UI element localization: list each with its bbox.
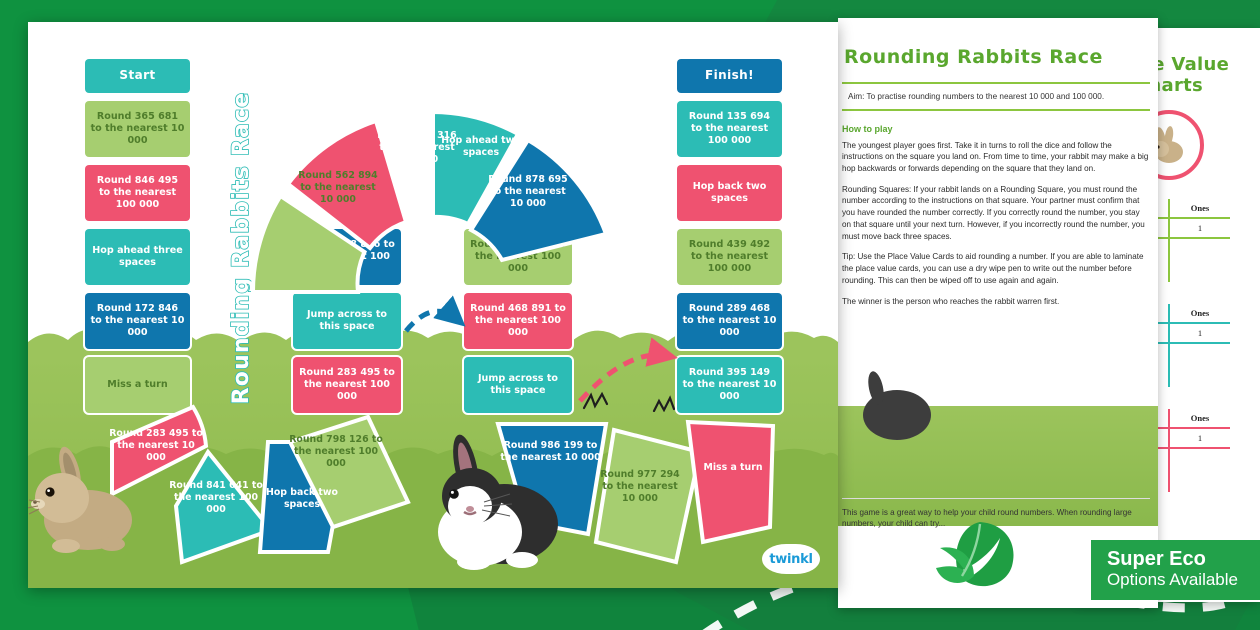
tile-round-135694[interactable]: Round 135 694 to the nearest 100 000 [677, 101, 782, 157]
tile-round-395149[interactable]: Round 395 149 to the nearest 10 000 [677, 357, 782, 413]
twinkl-cloud-shape [762, 544, 820, 574]
table-blank-cell[interactable] [1168, 446, 1230, 492]
eco-badge-line2: Options Available [1106, 570, 1238, 590]
instructions-body: How to play The youngest player goes fir… [842, 123, 1150, 307]
super-eco-badge: Super Eco Options Available [1090, 540, 1260, 600]
instructions-paragraph: Rounding Squares: If your rabbit lands o… [842, 184, 1145, 241]
tile-hop-back-two-right[interactable]: Hop back two spaces [677, 165, 782, 221]
table-value-ones: 1 [1168, 216, 1230, 239]
tile-jump-across-left[interactable]: Jump across to this space [293, 293, 401, 349]
wedge-miss-a-turn [685, 419, 776, 545]
instructions-paragraph: Tip: Use the Place Value Cards to aid ro… [842, 252, 1144, 285]
wedge-round-562894 [250, 193, 368, 294]
tile-round-439492[interactable]: Round 439 492 to the nearest 100 000 [677, 229, 782, 285]
wedge-round-878695 [468, 137, 609, 263]
game-board[interactable]: Rounding Rabbits Race Start Round 365 68… [28, 22, 838, 588]
wedge-round-841641 [173, 448, 275, 565]
instructions-paragraph: The winner is the person who reaches the… [842, 296, 1060, 306]
tile-round-289468[interactable]: Round 289 468 to the nearest 10 000 [677, 293, 782, 349]
tile-round-365681[interactable]: Round 365 681 to the nearest 10 000 [85, 101, 190, 157]
tile-round-846495[interactable]: Round 846 495 to the nearest 100 000 [85, 165, 190, 221]
twinkl-logo: twinkl [762, 544, 820, 574]
table-blank-cell[interactable] [1168, 236, 1230, 282]
eco-leaf-icon [936, 522, 1014, 587]
rabbit-silhouette-icon [863, 371, 931, 440]
tile-finish[interactable]: Finish! [677, 59, 782, 93]
instructions-footer: This game is a great way to help your ch… [842, 497, 1150, 530]
tile-round-172846[interactable]: Round 172 846 to the nearest 10 000 [85, 293, 190, 349]
eco-badge-line1: Super Eco [1106, 548, 1206, 571]
table-header-ones: Ones [1168, 409, 1230, 429]
rabbit-brown-illustration [28, 446, 132, 553]
tile-jump-across-right[interactable]: Jump across to this space [464, 357, 572, 413]
tile-round-468891[interactable]: Round 468 891 to the nearest 100 000 [464, 293, 572, 349]
twinkl-wordmark: twinkl [769, 551, 813, 567]
wedge-round-935316 [285, 118, 409, 251]
wedge-round-977294 [593, 427, 703, 565]
tile-round-283495-inner[interactable]: Round 283 495 to the nearest 100 000 [293, 357, 401, 413]
table-header-ones: Ones [1168, 304, 1230, 324]
tile-start[interactable]: Start [85, 59, 190, 93]
instructions-paragraph: The youngest player goes first. Take it … [842, 140, 1149, 173]
instructions-sheet[interactable]: Rounding Rabbits Race Aim: To practise r… [838, 18, 1158, 608]
instructions-title: Rounding Rabbits Race [844, 46, 1103, 68]
wedge-round-283495 [110, 404, 209, 498]
wedge-round-798126 [287, 414, 411, 530]
table-header-ones: Ones [1168, 199, 1230, 219]
tile-miss-a-turn-left[interactable]: Miss a turn [85, 357, 190, 413]
table-blank-cell[interactable] [1168, 341, 1230, 387]
table-value-ones: 1 [1168, 426, 1230, 449]
tile-hop-ahead-three[interactable]: Hop ahead three spaces [85, 229, 190, 285]
arc-wedge-group [110, 109, 776, 565]
wedge-hop-ahead-two [431, 109, 521, 227]
how-to-play-heading: How to play [842, 124, 893, 135]
instructions-aim: Aim: To practise rounding numbers to the… [842, 82, 1150, 112]
rabbit-black-white-illustration [438, 434, 558, 570]
table-value-ones: 1 [1168, 321, 1230, 344]
